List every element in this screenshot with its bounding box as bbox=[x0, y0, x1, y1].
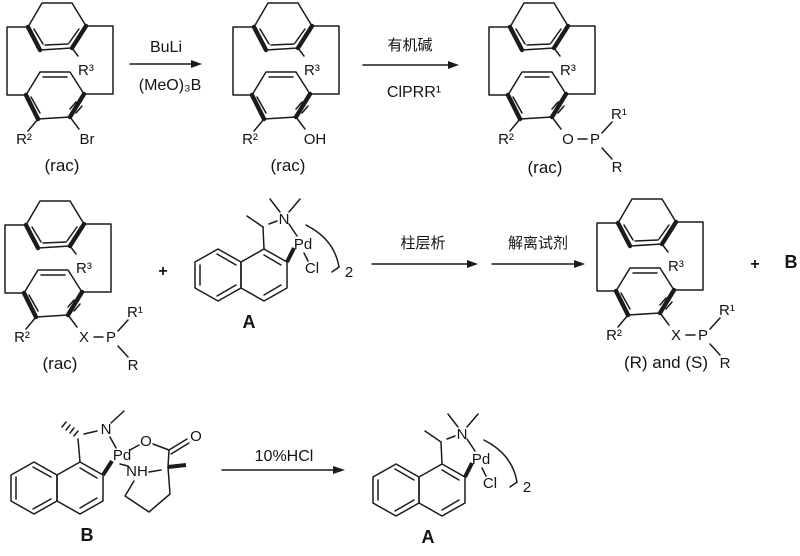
r-substituent-label: R bbox=[720, 355, 731, 372]
structure-phosphine-paracyclophane-resolved: X P R¹ R (R) and (S) bbox=[597, 199, 735, 372]
r1-substituent-label: R¹ bbox=[127, 304, 143, 321]
racemic-tag: (rac) bbox=[528, 158, 563, 177]
arrowhead bbox=[574, 260, 585, 268]
phosphorus-label: P bbox=[106, 329, 116, 346]
structure-phosphinite-paracyclophane-rac: O P R¹ R (rac) bbox=[489, 3, 627, 177]
reaction-arrow-step3: 柱层析 bbox=[371, 235, 478, 268]
x-linker-label: X bbox=[79, 329, 89, 346]
racemic-tag: (rac) bbox=[45, 156, 80, 175]
structure-complex-a-row2: A bbox=[193, 197, 356, 332]
racemic-tag: (rac) bbox=[43, 354, 78, 373]
complex-a-name: A bbox=[243, 312, 256, 332]
hydroxy-label: OH bbox=[304, 131, 327, 148]
paracyclophane-core bbox=[7, 3, 113, 148]
r-substituent-label: R bbox=[612, 159, 623, 176]
reaction-arrow-step1: BuLi (MeO)₃B bbox=[129, 39, 202, 94]
amine-nh-label: NH bbox=[126, 463, 148, 480]
phosphorus-label: P bbox=[590, 131, 600, 148]
carbonyl-oxygen-label: O bbox=[190, 428, 202, 445]
structure-bromo-paracyclophane: Br (rac) bbox=[7, 3, 113, 175]
phosphorus-label: P bbox=[698, 327, 708, 344]
reagent-above-arrow: 有机碱 bbox=[387, 37, 432, 54]
palladacycle-dimer bbox=[371, 412, 534, 518]
paracyclophane-core bbox=[5, 201, 111, 346]
paracyclophane-core bbox=[233, 3, 339, 148]
arrowhead bbox=[333, 466, 345, 474]
paracyclophane-core bbox=[597, 199, 703, 344]
complex-b-name: B bbox=[785, 252, 798, 272]
reagent-above-arrow: 柱层析 bbox=[400, 235, 445, 252]
bromo-label: Br bbox=[80, 131, 95, 148]
r1-substituent-label: R¹ bbox=[719, 302, 735, 319]
reagent-above-arrow: BuLi bbox=[150, 39, 182, 56]
racemic-tag: (rac) bbox=[271, 156, 306, 175]
arrowhead bbox=[448, 61, 459, 69]
complex-a-name: A bbox=[422, 527, 435, 547]
nitrogen-label: N bbox=[101, 421, 112, 438]
x-linker-label: X bbox=[671, 327, 681, 344]
reaction-arrow-step2: 有机碱 ClPRR¹ bbox=[362, 37, 459, 101]
structure-complex-b: N Pd O O NH B bbox=[10, 410, 202, 545]
reaction-arrow-step4: 解离试剂 bbox=[491, 235, 585, 268]
reagent-below-arrow: ClPRR¹ bbox=[387, 84, 441, 101]
oxygen-label: O bbox=[562, 131, 574, 148]
paracyclophane-core bbox=[489, 3, 595, 148]
reagent-above-arrow: 解离试剂 bbox=[508, 235, 568, 252]
r1-substituent-label: R¹ bbox=[611, 106, 627, 123]
r-substituent-label: R bbox=[128, 357, 139, 374]
structure-hydroxy-paracyclophane: OH (rac) bbox=[233, 3, 339, 175]
plus-sign: + bbox=[750, 256, 759, 273]
ester-oxygen-label: O bbox=[140, 433, 152, 450]
reagent-below-arrow: (MeO)₃B bbox=[139, 77, 202, 94]
reaction-arrow-step5: 10%HCl bbox=[221, 448, 345, 474]
palladacycle-dimer bbox=[193, 197, 356, 303]
reagent-above-arrow: 10%HCl bbox=[255, 448, 314, 465]
complex-b-name: B bbox=[81, 525, 94, 545]
plus-sign: + bbox=[158, 263, 167, 280]
palladium-label: Pd bbox=[113, 447, 131, 464]
structure-phosphine-paracyclophane-rac: X P R¹ R (rac) bbox=[5, 201, 143, 374]
arrowhead bbox=[467, 260, 478, 268]
structure-complex-a-row3: A bbox=[371, 412, 534, 547]
enantiomer-tag: (R) and (S) bbox=[624, 353, 708, 372]
arrowhead bbox=[191, 60, 202, 68]
